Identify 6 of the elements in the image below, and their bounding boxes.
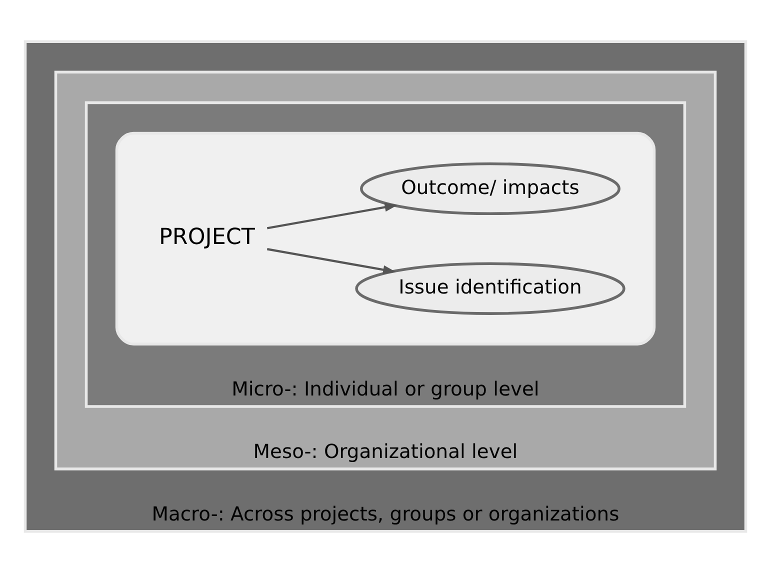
cluster <box>115 131 656 345</box>
arrow <box>266 202 398 229</box>
node-text: PROJECT <box>159 223 255 250</box>
node-ellipse: Outcome/ impacts <box>360 162 620 215</box>
node-ellipse: Issue identification <box>355 262 626 314</box>
arrow <box>266 248 396 274</box>
